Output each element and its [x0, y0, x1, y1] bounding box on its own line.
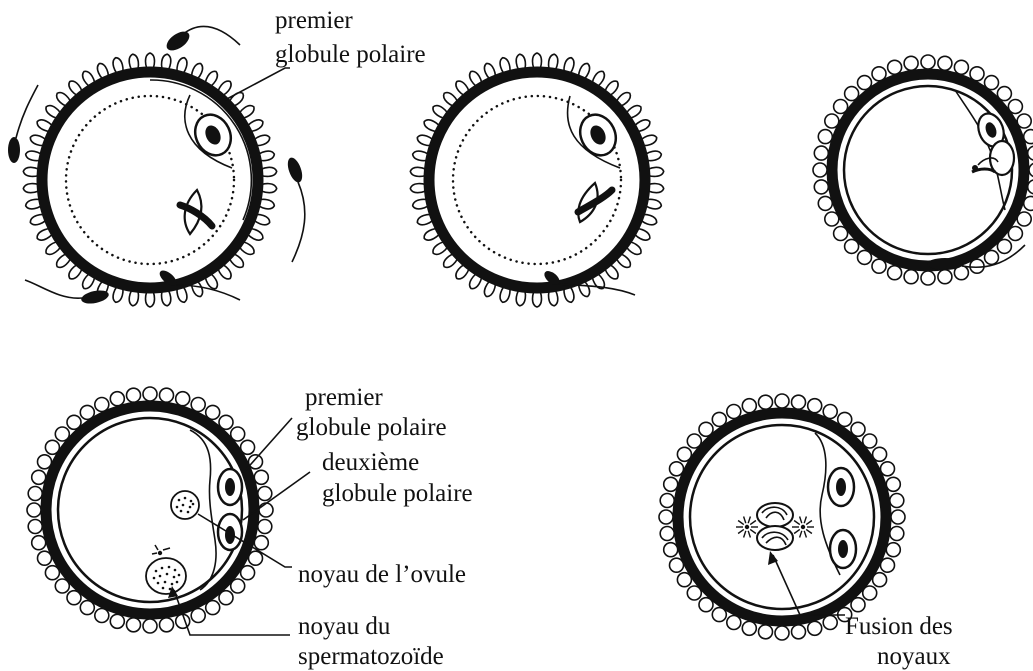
- stage-5-first-polar-body-nucleus: [836, 478, 846, 496]
- stage-5-fusing-nuclei: [736, 503, 814, 550]
- stage-1-zona-pellucida: [42, 72, 258, 288]
- stage-1-label-leader: [225, 68, 290, 100]
- stage-2-egg: [410, 53, 664, 307]
- label-noyau-du: noyau du: [298, 613, 391, 640]
- stage-4-first-polar-body-nucleus: [225, 478, 235, 496]
- label-globule-polaire-deuxieme: globule polaire: [322, 480, 473, 507]
- stage-5-egg: [659, 394, 905, 640]
- label-globule-polaire-mid: globule polaire: [296, 414, 447, 441]
- label-premier-top: premier: [275, 7, 353, 34]
- label-deuxieme: deuxième: [322, 449, 419, 476]
- label-noyaux: noyaux: [877, 643, 951, 670]
- stage-4-centriole-aster: [152, 545, 170, 555]
- stage-1-spindle: [180, 190, 212, 234]
- stage-2-corona-teardrops: [410, 53, 664, 307]
- label-spermatozoide: spermatozoïde: [298, 643, 444, 670]
- stage-4-sperm-nucleus: [146, 545, 186, 594]
- label-globule-polaire-top: globule polaire: [275, 41, 426, 68]
- stage-1-egg: [8, 27, 305, 307]
- stage-1-corona-teardrops: [23, 53, 277, 307]
- stage-2-spindle: [578, 183, 612, 222]
- stage-4-egg: [27, 387, 310, 635]
- label-premier-mid: premier: [305, 384, 383, 411]
- stage-2-zona-pellucida: [429, 72, 645, 288]
- label-noyau-ovule: noyau de l’ovule: [298, 561, 466, 588]
- stage-5-second-polar-body-nucleus: [838, 540, 848, 558]
- stage-3-sperm-head-at-zona: [927, 258, 963, 270]
- stage-3-egg: [813, 55, 1033, 285]
- label-fusion-des: Fusion des: [845, 613, 953, 640]
- stage-4-egg-nucleus: [171, 491, 199, 519]
- stage-4-corona-circles: [27, 387, 273, 633]
